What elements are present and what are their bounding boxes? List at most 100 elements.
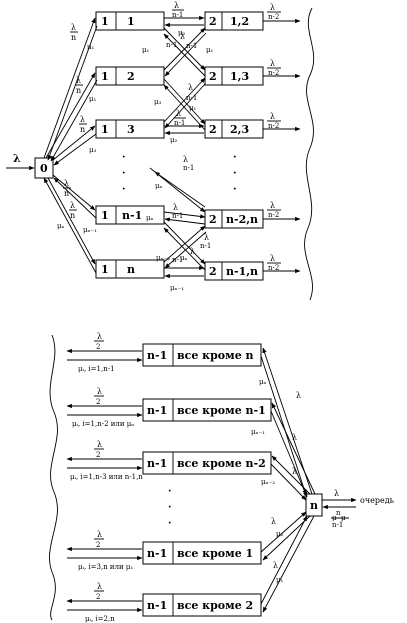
mu-label-left-1: μ₁ — [87, 43, 95, 51]
svg-text:λ: λ — [270, 112, 275, 121]
row-count: n-1 — [147, 547, 167, 560]
svg-text:μ₁: μ₁ — [189, 104, 197, 112]
bottom-diagram: n-1 все кроме n λ 2 μᵢ, i=1,n-1 n-1 все … — [49, 332, 395, 623]
svg-text:·: · — [233, 184, 236, 195]
top-dots-right: · · · — [233, 152, 236, 195]
right-state-k: 2 — [209, 123, 217, 136]
svg-text:μ₁: μ₁ — [206, 46, 214, 54]
row-set: все кроме 2 — [177, 599, 253, 612]
mu-label-left-4: μₙ₋₁ — [83, 226, 97, 234]
lambda-n-label-2: λ n — [75, 76, 83, 95]
queue-out-lambda: λ — [334, 489, 339, 498]
top-wavy-cut — [304, 7, 315, 301]
svg-text:λ: λ — [188, 83, 193, 92]
svg-text:λ: λ — [71, 23, 76, 32]
right-state-v: 1,2 — [230, 15, 249, 28]
left-state-v: 2 — [127, 70, 135, 83]
bottom-row-4: n-1 все кроме 1 λ 2 μᵢ, i=3,n или μ₁ — [66, 530, 262, 571]
svg-text:·: · — [168, 518, 171, 529]
svg-text:n: n — [336, 509, 341, 517]
svg-text:n-1: n-1 — [166, 41, 177, 49]
right-state-v: n-1,n — [226, 265, 258, 278]
svg-text:n: n — [71, 33, 76, 42]
left-state-k: 1 — [101, 70, 109, 83]
right-state-2-23: 2 2,3 — [204, 119, 264, 139]
bottom-row-2: n-1 все кроме n-1 λ 2 μᵢ, i=1,n-2 или μₙ — [66, 387, 272, 428]
svg-text:μ: μ — [332, 514, 337, 522]
svg-text:μₙ₋₂: μₙ₋₂ — [261, 478, 275, 486]
queue-label: очередь — [360, 496, 395, 505]
mu-label-left-3: μ₃ — [89, 146, 97, 154]
svg-text:·: · — [168, 486, 171, 497]
row5-arrows: n-1 μₙ₋₁ — [164, 256, 205, 292]
svg-text:λ: λ — [270, 254, 275, 263]
svg-text:n-1: n-1 — [172, 212, 183, 220]
right-state-k: 2 — [209, 213, 217, 226]
svg-text:n-2: n-2 — [268, 69, 279, 77]
queue-rate-fractions: n μ μ n-1 — [331, 509, 349, 529]
cross-arrows — [149, 27, 207, 271]
rows-to-queue-labels: λ μₙ λ μₙ₋₁ λ μₙ₋₂ λ μ₂ λ μ₁ — [251, 378, 301, 584]
svg-text:n-1: n-1 — [183, 164, 194, 172]
svg-text:λ: λ — [296, 391, 301, 400]
svg-text:λ: λ — [270, 3, 275, 12]
svg-text:n: n — [64, 189, 69, 198]
bottom-wavy-cut — [49, 334, 58, 621]
svg-text:μ₃: μ₃ — [154, 98, 162, 106]
right-state-k: 2 — [209, 265, 217, 278]
row-mu-left: μᵢ, i=2,n — [85, 615, 115, 623]
svg-text:μₙ: μₙ — [155, 182, 163, 190]
rows-to-queue-arrows — [260, 347, 316, 613]
out-arrows-right: λ n-2 λ n-2 λ n-2 λ n-2 λ n-2 — [263, 3, 301, 274]
lambda-n-label-5: λ n — [69, 201, 77, 220]
svg-text:n-2: n-2 — [268, 211, 279, 219]
row-mu-left: μᵢ, i=1,n-2 или μₙ — [72, 420, 134, 428]
left-state-k: 1 — [101, 15, 109, 28]
svg-text:n-1: n-1 — [186, 94, 197, 102]
svg-text:λ: λ — [271, 517, 276, 526]
queue-state-label: n — [310, 499, 318, 512]
svg-text:λ: λ — [97, 582, 102, 591]
svg-text:μₙ: μₙ — [259, 378, 267, 386]
row-mu-left: μᵢ, i=1,n-1 — [78, 365, 115, 373]
svg-text:λ: λ — [292, 433, 297, 442]
right-state-2-n1n: 2 n-1,n — [204, 261, 264, 281]
right-state-k: 2 — [209, 15, 217, 28]
svg-text:n: n — [70, 211, 75, 220]
svg-text:λ: λ — [204, 233, 209, 242]
row1-arrows: λ n-1 μ₂ — [164, 1, 205, 37]
right-state-2-n2n: 2 n-2,n — [204, 209, 264, 229]
svg-text:λ: λ — [183, 155, 188, 164]
row-set: все кроме n-2 — [177, 457, 266, 470]
left-state-v: 1 — [127, 15, 135, 28]
svg-text:2: 2 — [96, 593, 100, 601]
svg-text:2: 2 — [96, 541, 100, 549]
top-diagram: λ 0 1 1 1 2 1 3 1 n-1 — [6, 1, 315, 301]
svg-text:n-1: n-1 — [174, 119, 185, 127]
row-count: n-1 — [147, 599, 167, 612]
svg-text:n-1: n-1 — [172, 256, 183, 264]
lambda-n-label-4: λ n — [63, 179, 71, 198]
bottom-dots: · · · — [168, 486, 171, 529]
bottom-row-3: n-1 все кроме n-2 λ 2 μᵢ, i=1,n-3 или n-… — [66, 440, 272, 481]
svg-text:μₙ: μₙ — [180, 254, 188, 262]
lambda-n-label-3: λ n — [79, 115, 87, 134]
left-state-k: 1 — [101, 123, 109, 136]
state-0-label: 0 — [40, 162, 48, 175]
svg-text:μₙ₋₁: μₙ₋₁ — [251, 428, 265, 436]
right-state-v: 2,3 — [230, 123, 249, 136]
right-state-k: 2 — [209, 70, 217, 83]
row-count: n-1 — [147, 457, 167, 470]
left-state-1-2: 1 2 — [95, 66, 165, 86]
svg-text:·: · — [233, 152, 236, 163]
right-state-2-12: 2 1,2 — [204, 11, 264, 31]
right-state-v: n-2,n — [226, 213, 258, 226]
svg-text:μₙ: μₙ — [146, 214, 154, 222]
svg-text:·: · — [233, 168, 236, 179]
svg-text:λ: λ — [273, 561, 278, 570]
svg-text:μ₂: μ₂ — [276, 530, 284, 538]
svg-text:n-1: n-1 — [332, 521, 343, 529]
left-state-v: n-1 — [122, 209, 142, 222]
svg-text:n-1: n-1 — [200, 242, 211, 250]
